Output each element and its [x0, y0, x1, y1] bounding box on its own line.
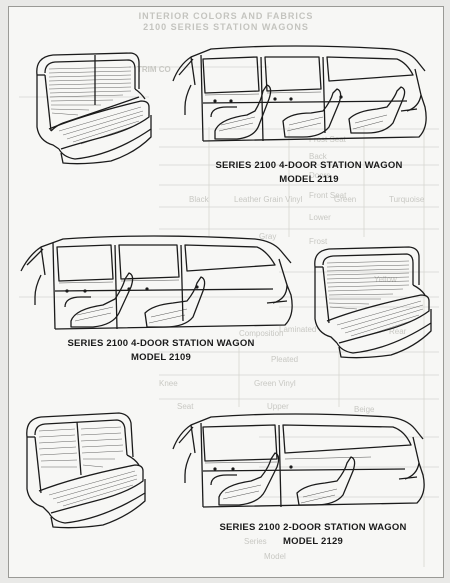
- caption-model: MODEL 2119: [279, 174, 339, 185]
- station-wagon-drawing: [171, 45, 437, 153]
- ghost-word: Black: [189, 195, 209, 204]
- ghost-word: Yellow: [374, 275, 397, 284]
- ghost-trim-heading: TRIM CO: [137, 65, 171, 74]
- ghost-word: Front Seat: [309, 191, 347, 200]
- caption-model: MODEL 2109: [131, 352, 191, 363]
- caption-series: SERIES 2100 4-DOOR STATION WAGON: [215, 160, 403, 171]
- ghost-word: Back: [309, 152, 327, 161]
- split-bench-seat-icon: [26, 412, 146, 529]
- station-wagon-interior-icon: [172, 413, 425, 508]
- ghost-word: Green Vinyl: [254, 379, 296, 388]
- ghost-word: Series: [244, 537, 267, 546]
- ghost-word: Leather Grain Vinyl: [234, 195, 303, 204]
- ghost-word: Frost: [309, 237, 328, 246]
- bench-seat-icon: [36, 52, 152, 165]
- ghost-word: Upper: [267, 402, 289, 411]
- station-wagon-drawing: [171, 409, 435, 519]
- ghost-word: Rear: [389, 327, 407, 336]
- ghost-word: Doors: [309, 171, 331, 180]
- wagon-caption-2109: SERIES 2100 4-DOOR STATION WAGON MODEL 2…: [61, 337, 261, 365]
- ghost-word: Lower: [309, 213, 331, 222]
- station-wagon-interior-icon: [172, 45, 427, 142]
- ghost-word: Seat: [177, 402, 194, 411]
- ghost-word: Beige: [354, 405, 375, 414]
- wagon-caption-2129: SERIES 2100 2-DOOR STATION WAGON MODEL 2…: [213, 521, 413, 549]
- ghost-word: Knee: [159, 379, 178, 388]
- wagon-caption-2119: SERIES 2100 4-DOOR STATION WAGON MODEL 2…: [209, 159, 409, 187]
- caption-series: SERIES 2100 2-DOOR STATION WAGON: [219, 522, 407, 533]
- station-wagon-interior-icon: [20, 235, 293, 330]
- ghost-title-1: INTERIOR COLORS AND FABRICS: [138, 11, 314, 21]
- ghost-word: Turquoise: [389, 195, 425, 204]
- ghost-word: Composition: [239, 329, 284, 338]
- ghost-word: Green: [334, 195, 357, 204]
- station-wagon-drawing: [19, 229, 301, 339]
- ghost-word: Laminated: [279, 325, 317, 334]
- caption-model: MODEL 2129: [283, 536, 343, 547]
- ghost-word: Gray: [259, 232, 277, 241]
- ghost-word: Frost Seat: [309, 135, 346, 144]
- bench-seat-icon: [314, 246, 432, 359]
- bench-seat-drawing: [19, 405, 149, 533]
- bench-seat-drawing: [305, 239, 435, 364]
- catalog-page: INTERIOR COLORS AND FABRICS 2100 SERIES …: [8, 6, 444, 578]
- caption-series: SERIES 2100 4-DOOR STATION WAGON: [67, 338, 255, 349]
- ghost-word: Model: [264, 552, 286, 561]
- ghost-word: Pleated: [271, 355, 299, 364]
- bench-seat-drawing: [23, 45, 153, 170]
- ghost-title-2: 2100 SERIES STATION WAGONS: [143, 22, 309, 32]
